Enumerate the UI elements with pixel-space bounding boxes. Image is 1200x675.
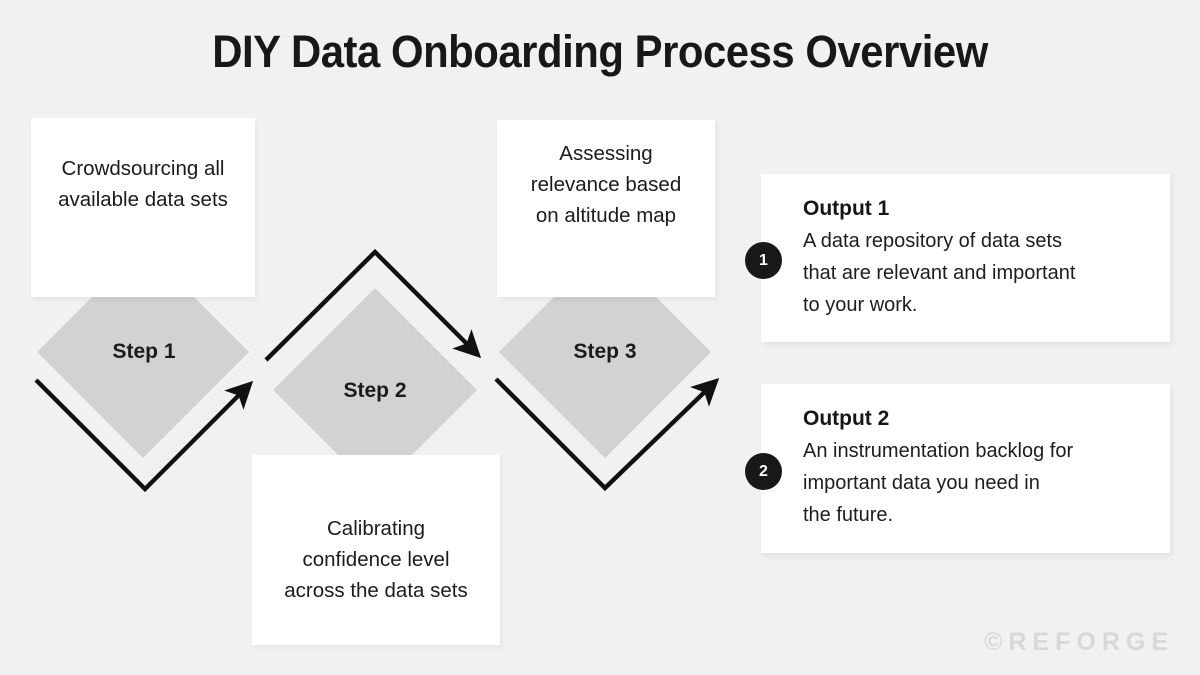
step-1-caption: Crowdsourcing all available data sets (58, 157, 228, 211)
step-1-caption-box: Crowdsourcing all available data sets (31, 118, 255, 297)
step-2-label: Step 2 (343, 379, 407, 402)
step-3-caption-box: Assessing relevance based on altitude ma… (497, 120, 715, 297)
output-1-title: Output 1 (803, 197, 890, 220)
output-1-body: A data repository of data sets that are … (803, 230, 1076, 316)
step-2-caption: Calibrating confidence level across the … (284, 517, 468, 602)
output-2-body: An instrumentation backlog for important… (803, 440, 1074, 526)
output-card-1[interactable]: Output 1 A data repository of data sets … (761, 174, 1170, 342)
output-2-title: Output 2 (803, 407, 890, 430)
step-1-label: Step 1 (112, 340, 176, 363)
step-3-label: Step 3 (573, 340, 637, 363)
output-1-badge: 1 (745, 242, 782, 279)
output-card-2[interactable]: Output 2 An instrumentation backlog for … (761, 384, 1170, 553)
output-2-badge: 2 (745, 453, 782, 490)
step-2-caption-box: Calibrating confidence level across the … (252, 455, 500, 645)
reforge-watermark: ©REFORGE (983, 628, 1174, 656)
page-title: DIY Data Onboarding Process Overview (212, 26, 988, 77)
step-3-caption: Assessing relevance based on altitude ma… (530, 142, 682, 227)
